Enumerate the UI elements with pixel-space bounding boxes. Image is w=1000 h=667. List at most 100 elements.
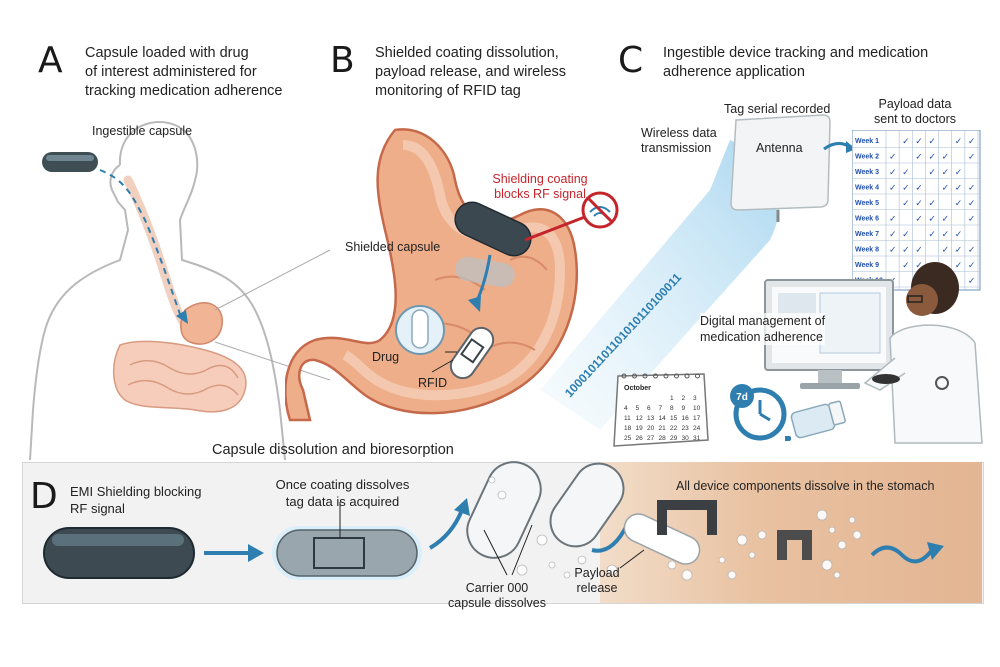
check-mark-icon: ✓ — [915, 245, 923, 255]
calendar-day: 3 — [693, 395, 697, 402]
wireless-line: Wireless data — [641, 126, 717, 140]
calendar-day: 7 — [659, 405, 663, 412]
calendar-day: 17 — [693, 415, 701, 422]
panel-a-letter: A — [38, 40, 63, 81]
calendar-ring-icon — [642, 373, 648, 379]
check-mark-icon: ✓ — [968, 214, 976, 224]
week-label: Week 8 — [855, 247, 879, 254]
debris-particle — [497, 490, 507, 500]
coating-line: tag data is acquired — [285, 494, 400, 509]
week-label: Week 5 — [855, 200, 879, 207]
check-mark-icon: ✓ — [928, 167, 936, 177]
panel-b-letter: B — [330, 40, 355, 81]
debris-particle — [833, 571, 841, 579]
calendar-day: 18 — [624, 425, 632, 432]
calendar-ring-icon — [663, 373, 669, 379]
calendar-day: 14 — [659, 415, 667, 422]
check-mark-icon: ✓ — [889, 214, 897, 224]
calendar-day: 12 — [636, 415, 644, 422]
check-mark-icon: ✓ — [915, 214, 923, 224]
check-mark-icon: ✓ — [902, 260, 910, 270]
check-mark-icon: ✓ — [902, 245, 910, 255]
panel-d-letter: D — [30, 476, 58, 517]
human-body-illustration — [29, 120, 330, 460]
check-mark-icon: ✓ — [955, 198, 963, 208]
check-mark-icon: ✓ — [955, 229, 963, 239]
panel-a-heading: Capsule loaded with drug of interest adm… — [85, 44, 305, 101]
stomach-illustration — [285, 128, 619, 422]
debris-particle — [681, 569, 693, 581]
calendar-day: 15 — [670, 415, 678, 422]
dissolution-sequence — [43, 461, 944, 581]
calendar-day: 11 — [624, 415, 631, 422]
calendar-day: 5 — [636, 405, 640, 412]
week-label: Week 6 — [855, 216, 879, 223]
debris-particle — [488, 476, 496, 484]
debris-particle — [727, 570, 737, 580]
panel-a-heading-line: Capsule loaded with drug — [85, 45, 249, 61]
check-mark-icon: ✓ — [902, 183, 910, 193]
check-mark-icon: ✓ — [955, 136, 963, 146]
calendar-ring-icon — [632, 373, 637, 379]
panel-c-heading-line: Ingestible device tracking and medicatio… — [663, 45, 929, 61]
debris-particle — [563, 571, 571, 579]
check-mark-icon: ✓ — [889, 167, 897, 177]
check-mark-icon: ✓ — [968, 198, 976, 208]
calendar-day: 21 — [659, 425, 667, 432]
pill-bottle-icon — [785, 400, 846, 441]
payload-data-label: Payload data sent to doctors — [855, 97, 975, 127]
calendar-day: 8 — [670, 405, 674, 412]
week-label: Week 9 — [855, 262, 879, 269]
dissolving-rfid-icon — [657, 500, 812, 560]
rfid-tag-icon — [449, 326, 495, 380]
panel-b-heading-line: monitoring of RFID tag — [375, 83, 521, 99]
shield-blocks-line: blocks RF signal — [494, 187, 586, 201]
shield-blocks-line: Shielding coating — [492, 172, 588, 186]
debris-particle — [852, 530, 862, 540]
check-mark-icon: ✓ — [902, 167, 910, 177]
payload-data-line: sent to doctors — [874, 112, 956, 126]
calendar-day: 24 — [693, 425, 701, 432]
calendar-day: 20 — [647, 425, 655, 432]
debris-particle — [548, 561, 556, 569]
check-mark-icon: ✓ — [955, 167, 963, 177]
calendar-ring-icon — [674, 373, 679, 379]
check-mark-icon: ✓ — [942, 167, 950, 177]
check-mark-icon: ✓ — [915, 183, 923, 193]
panel-a-heading-line: tracking medication adherence — [85, 83, 283, 99]
check-mark-icon: ✓ — [968, 245, 976, 255]
check-mark-icon: ✓ — [968, 136, 976, 146]
calendar-day: 6 — [647, 405, 651, 412]
emi-shielding-label: EMI Shielding blocking RF signal — [70, 483, 202, 517]
payload-release-label: Payload release — [562, 566, 632, 596]
calendar-day: 4 — [624, 405, 628, 412]
shielded-capsule-icon — [454, 201, 532, 257]
adherence-table: Week 1✓✓✓✓✓Week 2✓✓✓✓✓Week 3✓✓✓✓✓Week 4✓… — [852, 130, 981, 291]
calendar-day: 29 — [670, 435, 678, 442]
calendar-ring-icon — [653, 373, 658, 379]
check-mark-icon: ✓ — [889, 152, 897, 162]
check-mark-icon: ✓ — [915, 152, 923, 162]
emi-line: RF signal — [70, 501, 125, 516]
calendar-day: 1 — [670, 395, 674, 402]
payload-release-line: Payload — [574, 566, 620, 580]
panel-b-heading-line: Shielded coating dissolution, — [375, 45, 559, 61]
debris-particle — [536, 534, 548, 546]
panel-c-letter: C — [618, 40, 644, 81]
debris-particle — [516, 564, 528, 576]
payload-release-line: release — [576, 581, 618, 595]
no-signal-icon — [581, 191, 619, 229]
week-label: Week 1 — [855, 138, 879, 145]
carrier-line: capsule dissolves — [448, 596, 546, 610]
emi-line: EMI Shielding blocking — [70, 484, 202, 499]
calendar-day: 28 — [659, 435, 667, 442]
debris-particle — [828, 526, 836, 534]
calendar-day: 16 — [682, 415, 690, 422]
antenna-icon — [730, 114, 831, 222]
debris-particle — [821, 559, 833, 571]
check-mark-icon: ✓ — [889, 229, 897, 239]
calendar-day: 31 — [693, 435, 701, 442]
calendar-day: 19 — [636, 425, 644, 432]
shield-blocks-rf-label: Shielding coating blocks RF signal — [480, 172, 600, 202]
panel-a-heading-line: of interest administered for — [85, 64, 257, 80]
